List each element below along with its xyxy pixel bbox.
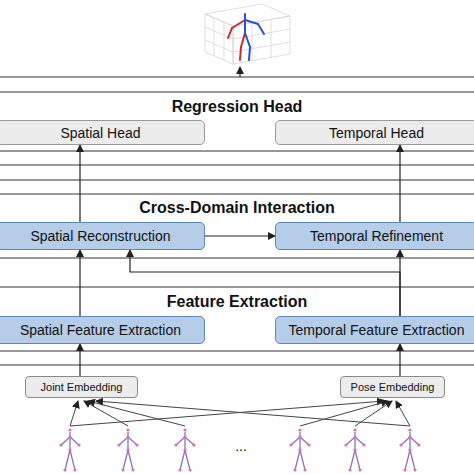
box-text: Spatial Head xyxy=(60,125,140,141)
head-box: Spatial Head xyxy=(0,120,205,145)
embedding-box: Pose Embedding xyxy=(340,376,445,398)
module-box: Temporal Refinement xyxy=(275,222,474,250)
module-box: Spatial Reconstruction xyxy=(0,222,205,250)
module-box: Temporal Feature Extraction xyxy=(275,316,474,344)
box-text: Pose Embedding xyxy=(351,381,435,393)
box-text: Temporal Refinement xyxy=(310,228,443,244)
flow-arrow xyxy=(79,145,80,222)
ellipsis-label: ... xyxy=(235,438,247,454)
box-text: Spatial Reconstruction xyxy=(30,228,170,244)
layer-title: Feature Extraction xyxy=(167,293,307,311)
pose-3d-plot xyxy=(205,4,290,64)
embedding-box: Joint Embedding xyxy=(25,376,138,398)
flow-arrow xyxy=(205,235,275,236)
layer-title: Cross-Domain Interaction xyxy=(139,199,335,217)
box-text: Temporal Feature Extraction xyxy=(289,322,465,338)
flow-arrow xyxy=(399,145,400,222)
flow-arrow xyxy=(79,250,80,316)
head-box: Temporal Head xyxy=(275,120,474,145)
input-arrows xyxy=(70,401,410,426)
flow-arrow xyxy=(130,250,400,316)
box-text: Spatial Feature Extraction xyxy=(20,322,181,338)
box-text: Temporal Head xyxy=(329,125,424,141)
box-text: Joint Embedding xyxy=(41,381,123,393)
flow-arrow xyxy=(399,344,400,376)
input-skeletons xyxy=(59,428,420,471)
output-arrow xyxy=(239,67,240,77)
layer-title: Regression Head xyxy=(172,98,303,116)
module-box: Spatial Feature Extraction xyxy=(0,316,205,344)
flow-arrow xyxy=(79,344,80,376)
